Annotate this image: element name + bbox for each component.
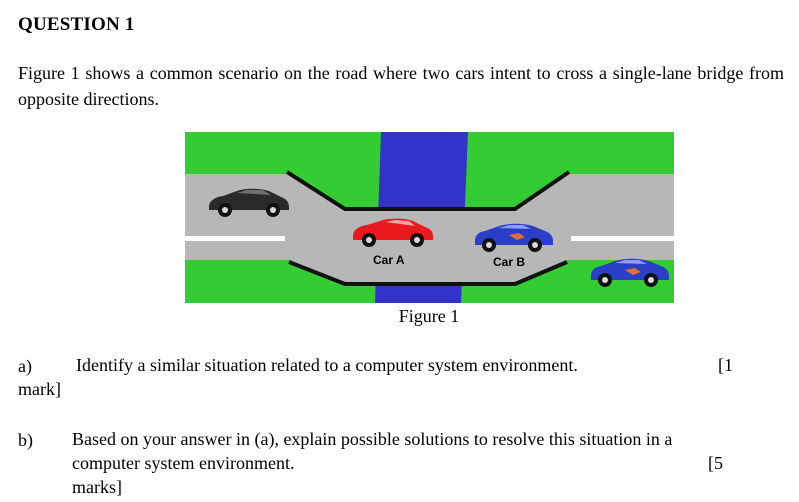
car-icon-b [475, 223, 553, 252]
part-b-text-line1: Based on your answer in (a), explain pos… [72, 429, 673, 449]
part-b-marks-open: [5 [708, 453, 723, 473]
part-a-marks-open: [1 [718, 355, 733, 375]
lane-marking-right [571, 236, 674, 241]
bridge-railing-bottom [288, 260, 568, 286]
question-heading: QUESTION 1 [18, 14, 135, 35]
bridge-railing-top [285, 170, 571, 211]
part-b-text-line2: computer system environment. [72, 453, 295, 473]
car-icon-right [591, 258, 669, 287]
part-b-letter: b) [18, 430, 33, 450]
road [185, 174, 674, 284]
car-a-label: Car A [373, 253, 405, 267]
figure-caption: Figure 1 [398, 306, 460, 326]
car-b-label: Car B [493, 255, 525, 269]
figure-1: Car A Car B [185, 132, 674, 303]
bridge-illustration: Car A Car B [185, 132, 674, 303]
lane-marking-left [185, 236, 285, 241]
question-intro: Figure 1 shows a common scenario on the … [18, 63, 784, 109]
part-b-marks-close: marks] [72, 477, 122, 497]
part-a-marks-close: mark] [18, 379, 61, 399]
part-a-text: Identify a similar situation related to … [76, 355, 578, 375]
car-icon-a [353, 218, 433, 247]
part-a-letter: a) [18, 356, 32, 376]
car-icon-left [209, 188, 289, 217]
